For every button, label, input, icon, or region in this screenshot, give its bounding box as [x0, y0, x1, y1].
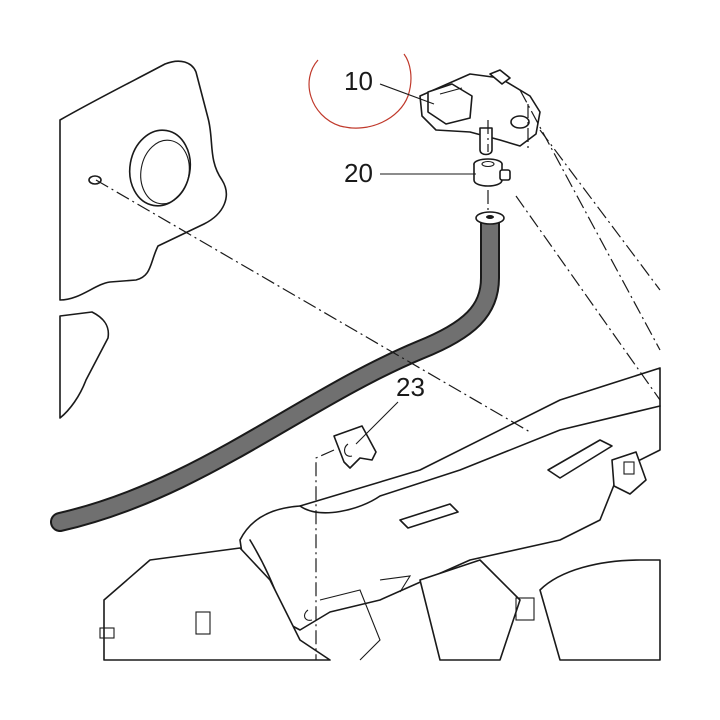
- upper-body-panel: [59, 60, 228, 301]
- left-lower-panel: [59, 311, 110, 419]
- clip-part-23: [333, 425, 377, 469]
- callout-10-highlight: [308, 53, 412, 129]
- alignment-lines: [95, 89, 661, 660]
- callout-23: 23: [355, 372, 425, 445]
- mount-hole: [88, 175, 102, 185]
- lower-frame-assembly: [99, 367, 661, 661]
- callout-23-label: 23: [396, 372, 425, 402]
- callout-20: 20: [344, 158, 476, 188]
- sensor-part-10: [419, 69, 541, 156]
- frame-clip: [303, 609, 313, 621]
- callout-10: 10: [344, 66, 435, 105]
- callout-20-label: 20: [344, 158, 373, 188]
- vacuum-hose: [50, 211, 505, 532]
- frame-slot: [99, 627, 115, 639]
- clamp-part-20: [473, 158, 511, 187]
- callout-10-label: 10: [344, 66, 373, 96]
- sensor-mount-eye: [510, 115, 530, 129]
